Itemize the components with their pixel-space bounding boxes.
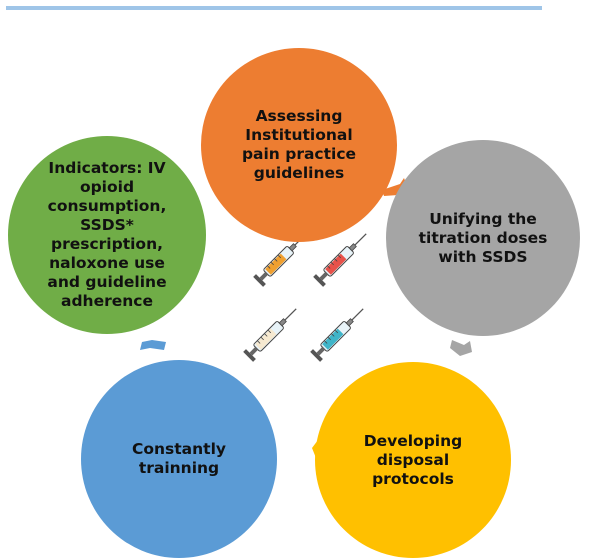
- node-developing: Developing disposal protocols: [315, 362, 511, 558]
- node-assessing: Assessing Institutional pain practice gu…: [201, 48, 397, 242]
- blue-arrow: [140, 340, 166, 350]
- syringe-icon: [309, 303, 369, 363]
- node-training-label: Constantly trainning: [131, 440, 226, 477]
- gray-arrow: [450, 340, 472, 356]
- node-assessing-label: Assessing Institutional pain practice gu…: [241, 107, 357, 182]
- node-training: Constantly trainning: [81, 360, 277, 558]
- header-rule: [6, 6, 542, 10]
- node-unifying-label: Unifying the titration doses with SSDS: [418, 209, 548, 266]
- syringe-icon: [242, 303, 302, 363]
- node-unifying: Unifying the titration doses with SSDS: [386, 140, 580, 336]
- node-developing-label: Developing disposal protocols: [363, 431, 463, 488]
- node-indicators: Indicators: IV opioid consumption, SSDS*…: [8, 136, 206, 334]
- node-indicators-label: Indicators: IV opioid consumption, SSDS*…: [47, 159, 167, 310]
